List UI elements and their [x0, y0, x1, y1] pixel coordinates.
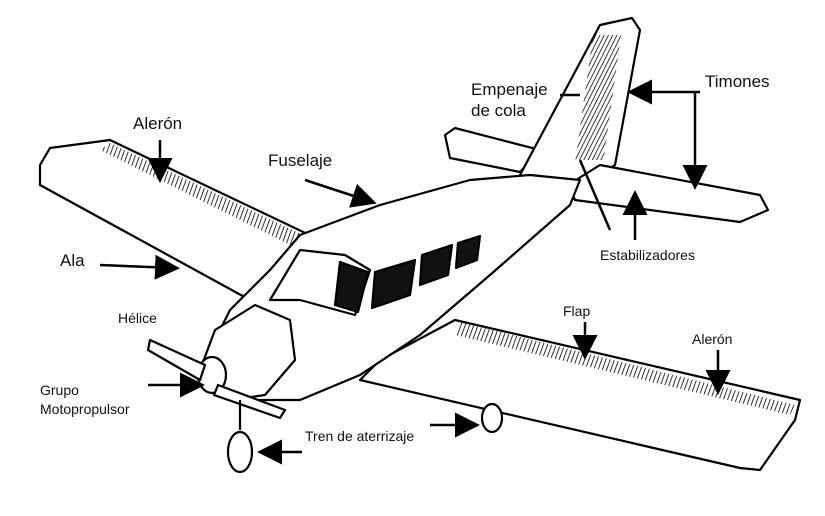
- propeller-blade: [212, 383, 287, 420]
- cabin-window: [370, 258, 417, 310]
- arrow-fuselage: [304, 178, 377, 208]
- label-wing: Ala: [60, 251, 85, 270]
- main-wheel: [480, 402, 504, 434]
- rudder-hatching: [575, 35, 622, 160]
- label-aileron-right: Alerón: [692, 331, 733, 347]
- label-fuselage: Fuselaje: [268, 151, 333, 170]
- cabin-window: [454, 234, 482, 270]
- label-aileron-left: Alerón: [133, 114, 183, 133]
- right-wing: [358, 318, 802, 472]
- right-stabilizer: [566, 163, 770, 224]
- label-stabilizers: Estabilizadores: [600, 247, 695, 263]
- arrow-wing: [99, 254, 180, 280]
- cabin-window: [333, 260, 370, 314]
- leader-stabilizers: [578, 159, 612, 231]
- label-flap: Flap: [563, 303, 591, 319]
- label-powerplant-2: Motopropulsor: [40, 401, 130, 417]
- nose-wheel: [226, 430, 254, 474]
- label-landing-gear: Tren de aterrizaje: [305, 428, 415, 444]
- label-powerplant-1: Grupo: [40, 382, 79, 398]
- cabin-window: [418, 243, 454, 287]
- label-empennage-1: Empenaje: [471, 80, 548, 99]
- label-rudders: Timones: [705, 72, 770, 91]
- label-propeller: Hélice: [118, 310, 157, 326]
- label-empennage-2: de cola: [471, 101, 526, 120]
- propeller-blade: [146, 338, 207, 382]
